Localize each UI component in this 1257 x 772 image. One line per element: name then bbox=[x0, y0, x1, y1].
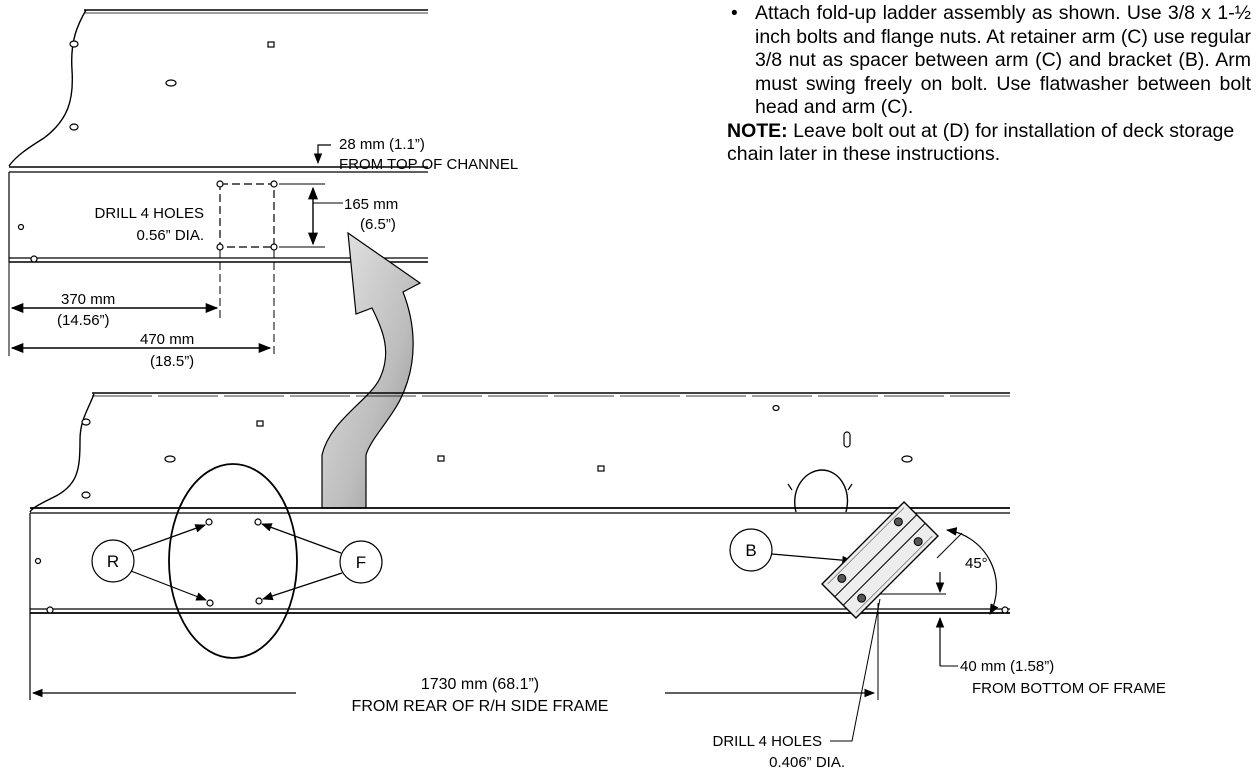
note-text: Leave bolt out at (D) for installation o… bbox=[727, 119, 1235, 166]
detail-drill-diameter: 0.56” DIA. bbox=[136, 227, 204, 244]
height-dimension-mm: 165 mm bbox=[344, 196, 398, 213]
bottom-offset-label: 40 mm (1.58”) bbox=[960, 658, 1054, 675]
dimension-370-in: (14.56”) bbox=[57, 312, 110, 329]
angle-label: 45° bbox=[965, 555, 988, 572]
bracket-drill-callout: DRILL 4 HOLES 0.406” DIA. bbox=[713, 598, 881, 771]
top-offset-label-line2: FROM TOP OF CHANNEL bbox=[339, 156, 518, 173]
bottom-offset-label-line2: FROM BOTTOM OF FRAME bbox=[972, 680, 1166, 697]
detail-drill-label: DRILL 4 HOLES bbox=[95, 205, 205, 222]
callout-r: R bbox=[91, 524, 208, 601]
dimension-470-in: (18.5”) bbox=[150, 353, 194, 370]
instruction-step: Attach fold-up ladder assembly as shown.… bbox=[731, 2, 1251, 120]
callout-f: F bbox=[260, 523, 383, 601]
bracket-drill-diameter: 0.406” DIA. bbox=[769, 754, 845, 771]
callout-f-label: F bbox=[356, 553, 366, 572]
main-frame bbox=[29, 392, 1010, 700]
length-dimension: 1730 mm (68.1”) FROM REAR OF R/H SIDE FR… bbox=[31, 603, 879, 715]
dimension-370-mm: 370 mm bbox=[61, 291, 115, 308]
length-label-line2: FROM REAR OF R/H SIDE FRAME bbox=[352, 698, 609, 715]
detail-transfer-arrow bbox=[321, 231, 422, 509]
bracket-drill-label: DRILL 4 HOLES bbox=[713, 733, 823, 750]
detail-view-frame bbox=[8, 9, 428, 356]
detail-labels: 28 mm (1.1”) FROM TOP OF CHANNEL DRILL 4… bbox=[57, 136, 518, 370]
callout-b: B bbox=[729, 528, 854, 572]
height-dimension-in: (6.5”) bbox=[360, 216, 396, 233]
top-offset-label: 28 mm (1.1”) bbox=[339, 136, 425, 153]
callout-b-label: B bbox=[745, 541, 756, 560]
callout-r-label: R bbox=[107, 552, 119, 571]
angle-indicator: 45° bbox=[936, 527, 999, 615]
bracket-b bbox=[821, 501, 939, 619]
note-label: NOTE: bbox=[727, 119, 788, 142]
dimension-470-mm: 470 mm bbox=[140, 331, 194, 348]
note-paragraph: NOTE: Leave bolt out at (D) for installa… bbox=[727, 120, 1251, 167]
length-label: 1730 mm (68.1”) bbox=[421, 676, 539, 693]
instructions-panel: Attach fold-up ladder assembly as shown.… bbox=[727, 2, 1251, 167]
instruction-list: Attach fold-up ladder assembly as shown.… bbox=[727, 2, 1251, 120]
bottom-offset-dimension: 40 mm (1.58”) FROM BOTTOM OF FRAME bbox=[880, 572, 1166, 697]
